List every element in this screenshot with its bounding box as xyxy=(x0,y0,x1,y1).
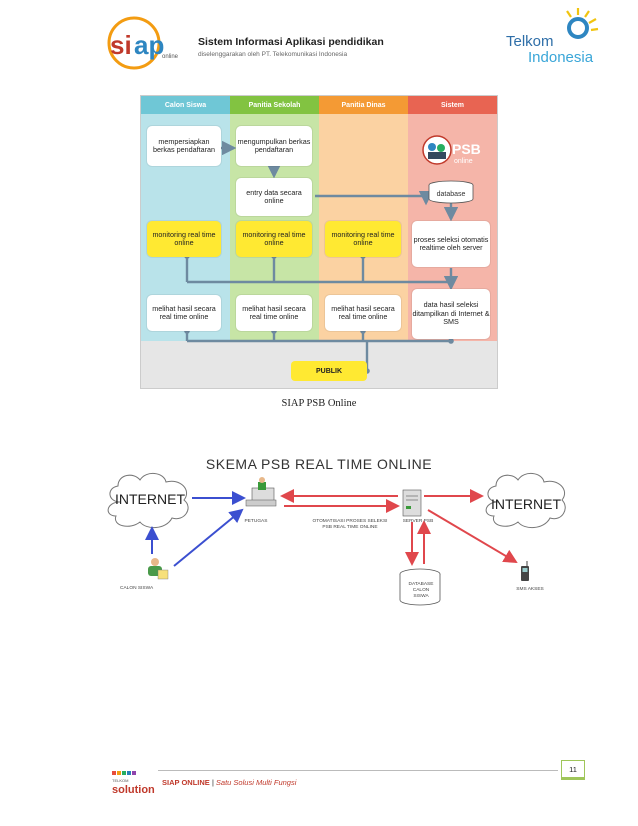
svg-text:Indonesia: Indonesia xyxy=(528,49,594,66)
siap-online-logo: si ap online xyxy=(107,16,179,70)
footer-tagline: Satu Solusi Multi Fungsi xyxy=(215,778,297,787)
box-mempersiapkan-berkas: mempersiapkan berkas pendaftaran xyxy=(147,126,221,166)
flow-connectors xyxy=(184,140,459,374)
skema-psb-diagram: INTERNET INTERNET xyxy=(107,473,566,606)
svg-text:online: online xyxy=(162,54,179,60)
footer-brand: SIAP ONLINE xyxy=(162,778,210,787)
box-melihat-hasil-panitia-sekolah: melihat hasil secara real time online xyxy=(236,295,312,331)
lane-header-sistem: Sistem xyxy=(408,96,497,114)
header-subtitle: diselenggarakan oleh PT. Telekomunikasi … xyxy=(198,51,348,58)
skema-title: SKEMA PSB REAL TIME ONLINE xyxy=(205,456,433,472)
cloud-left-icon xyxy=(107,473,189,528)
psb-flow-diagram: Calon Siswa Panitia Sekolah Panitia Dina… xyxy=(140,95,498,389)
calon-siswa-label: CALON SISWA xyxy=(120,586,154,591)
otomatisasi-label: OTOMATISASI PROSES SELEKSI PSB REAL TIME… xyxy=(312,519,388,530)
box-entry-data: entry data secara online xyxy=(236,178,312,216)
svg-text:ap: ap xyxy=(134,30,164,60)
box-mengumpulkan-berkas: mengumpulkan berkas pendaftaran xyxy=(236,126,312,166)
box-monitoring-calon-siswa: monitoring real time online xyxy=(147,221,221,257)
sms-phone-icon xyxy=(521,561,529,581)
petugas-label: PETUGAS xyxy=(244,519,268,524)
box-publik: PUBLIK xyxy=(291,361,367,381)
svg-text:PSB: PSB xyxy=(452,141,481,157)
calon-siswa-user-icon xyxy=(148,558,169,580)
svg-text:online: online xyxy=(454,158,473,165)
box-melihat-hasil-calon-siswa: melihat hasil secara real time online xyxy=(147,295,221,331)
box-melihat-hasil-panitia-dinas: melihat hasil secara real time online xyxy=(325,295,401,331)
telkom-solution-logo: TELKOM solution xyxy=(112,771,155,796)
server-psb-icon xyxy=(402,489,422,517)
lane-header-panitia-dinas: Panitia Dinas xyxy=(319,96,408,114)
lane-header-calon-siswa: Calon Siswa xyxy=(141,96,230,114)
cloud-right-icon xyxy=(485,473,566,528)
sms-akses-label: SMS AKSES xyxy=(516,587,544,592)
footer-text: SIAP ONLINE | Satu Solusi Multi Fungsi xyxy=(162,778,296,787)
database-icon: database xyxy=(428,180,474,204)
svg-text:INTERNET: INTERNET xyxy=(115,491,185,507)
box-monitoring-panitia-dinas: monitoring real time online xyxy=(325,221,401,257)
box-monitoring-panitia-sekolah: monitoring real time online xyxy=(236,221,312,257)
database-calon-siswa-icon xyxy=(399,568,441,606)
database-calon-siswa-label: DATABASE CALON SISWA xyxy=(408,582,434,599)
psb-online-logo: PSB online xyxy=(422,135,481,165)
petugas-computer-icon xyxy=(245,477,277,507)
footer-separator: | xyxy=(209,778,216,787)
figure-caption: SIAP PSB Online xyxy=(281,398,357,409)
svg-text:Telkom: Telkom xyxy=(506,33,554,50)
svg-text:si: si xyxy=(110,30,132,60)
svg-text:INTERNET: INTERNET xyxy=(491,496,561,512)
svg-text:TELKOM: TELKOM xyxy=(112,778,128,783)
lane-header-panitia-sekolah: Panitia Sekolah xyxy=(230,96,319,114)
footer-rule xyxy=(158,770,558,771)
server-psb-label: SERVER PSB xyxy=(402,519,434,524)
page-number: 11 xyxy=(561,760,585,780)
header-title: Sistem Informasi Aplikasi pendidikan xyxy=(198,36,384,48)
telkom-indonesia-logo: Telkom Indonesia xyxy=(506,8,599,66)
box-proses-seleksi: proses seleksi otomatis realtime oleh se… xyxy=(412,221,490,267)
svg-text:database: database xyxy=(437,191,466,198)
box-data-hasil-seleksi: data hasil seleksi ditampilkan di Intern… xyxy=(412,289,490,339)
svg-text:solution: solution xyxy=(112,784,155,796)
